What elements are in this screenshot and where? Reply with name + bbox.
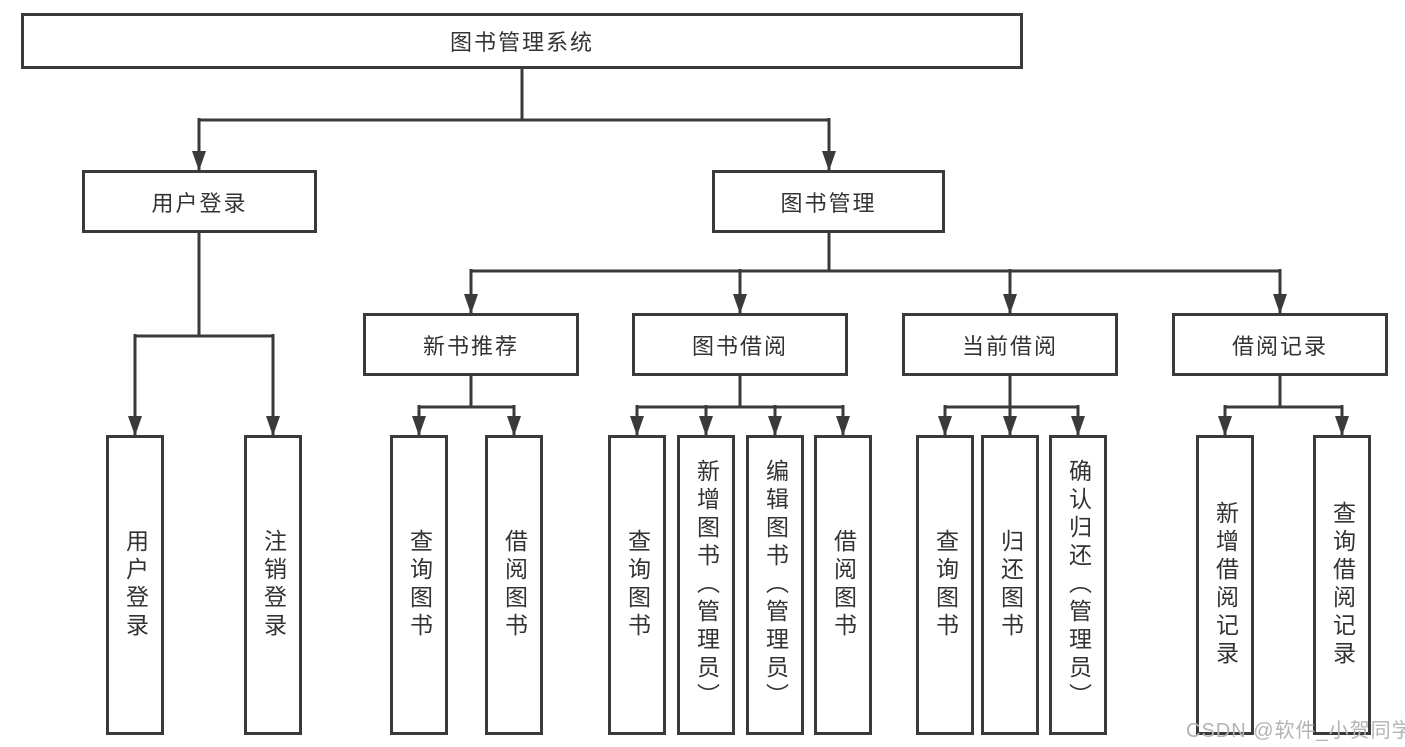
leaf-return-book: 归还图书	[981, 435, 1039, 735]
leaf-query-book-1-label: 查询图书	[406, 529, 433, 641]
leaf-edit-book-label: 编辑图书（管理员）	[762, 459, 789, 711]
leaf-logout-label: 注销登录	[260, 529, 287, 641]
leaf-confirm-return: 确认归还（管理员）	[1049, 435, 1107, 735]
leaf-query-book-3: 查询图书	[916, 435, 974, 735]
node-book-borrow-label: 图书借阅	[691, 333, 788, 359]
leaf-query-book-3-label: 查询图书	[932, 529, 959, 641]
leaf-query-book-2-label: 查询图书	[624, 529, 651, 641]
leaf-borrow-book-2: 借阅图书	[814, 435, 872, 735]
leaf-edit-book: 编辑图书（管理员）	[746, 435, 804, 735]
leaf-return-book-label: 归还图书	[997, 529, 1024, 641]
node-borrow-records: 借阅记录	[1172, 313, 1388, 376]
node-book-management-label: 图书管理	[780, 190, 877, 216]
leaf-user-login-label: 用户登录	[122, 529, 149, 641]
node-user-login: 用户登录	[82, 170, 317, 233]
leaf-user-login: 用户登录	[106, 435, 164, 735]
leaf-borrow-book-1-label: 借阅图书	[501, 529, 528, 641]
node-root-label: 图书管理系统	[449, 30, 594, 55]
node-new-book-recommend: 新书推荐	[363, 313, 579, 376]
leaf-query-book-1: 查询图书	[390, 435, 448, 735]
node-current-borrow-label: 当前借阅	[961, 333, 1058, 359]
leaf-add-book-label: 新增图书（管理员）	[693, 459, 720, 711]
node-new-book-recommend-label: 新书推荐	[422, 333, 519, 359]
node-book-borrow: 图书借阅	[632, 313, 848, 376]
leaf-logout: 注销登录	[244, 435, 302, 735]
leaf-add-borrow-record-label: 新增借阅记录	[1212, 501, 1239, 669]
leaf-borrow-book-2-label: 借阅图书	[830, 529, 857, 641]
leaf-query-book-2: 查询图书	[608, 435, 666, 735]
leaf-confirm-return-label: 确认归还（管理员）	[1065, 459, 1092, 711]
node-current-borrow: 当前借阅	[902, 313, 1118, 376]
node-book-management: 图书管理	[712, 170, 945, 233]
node-borrow-records-label: 借阅记录	[1231, 333, 1328, 359]
node-root: 图书管理系统	[21, 13, 1023, 69]
leaf-query-borrow-record: 查询借阅记录	[1313, 435, 1371, 735]
node-user-login-label: 用户登录	[151, 190, 248, 216]
leaf-borrow-book-1: 借阅图书	[485, 435, 543, 735]
leaf-query-borrow-record-label: 查询借阅记录	[1329, 501, 1356, 669]
leaf-add-book: 新增图书（管理员）	[677, 435, 735, 735]
leaf-add-borrow-record: 新增借阅记录	[1196, 435, 1254, 735]
